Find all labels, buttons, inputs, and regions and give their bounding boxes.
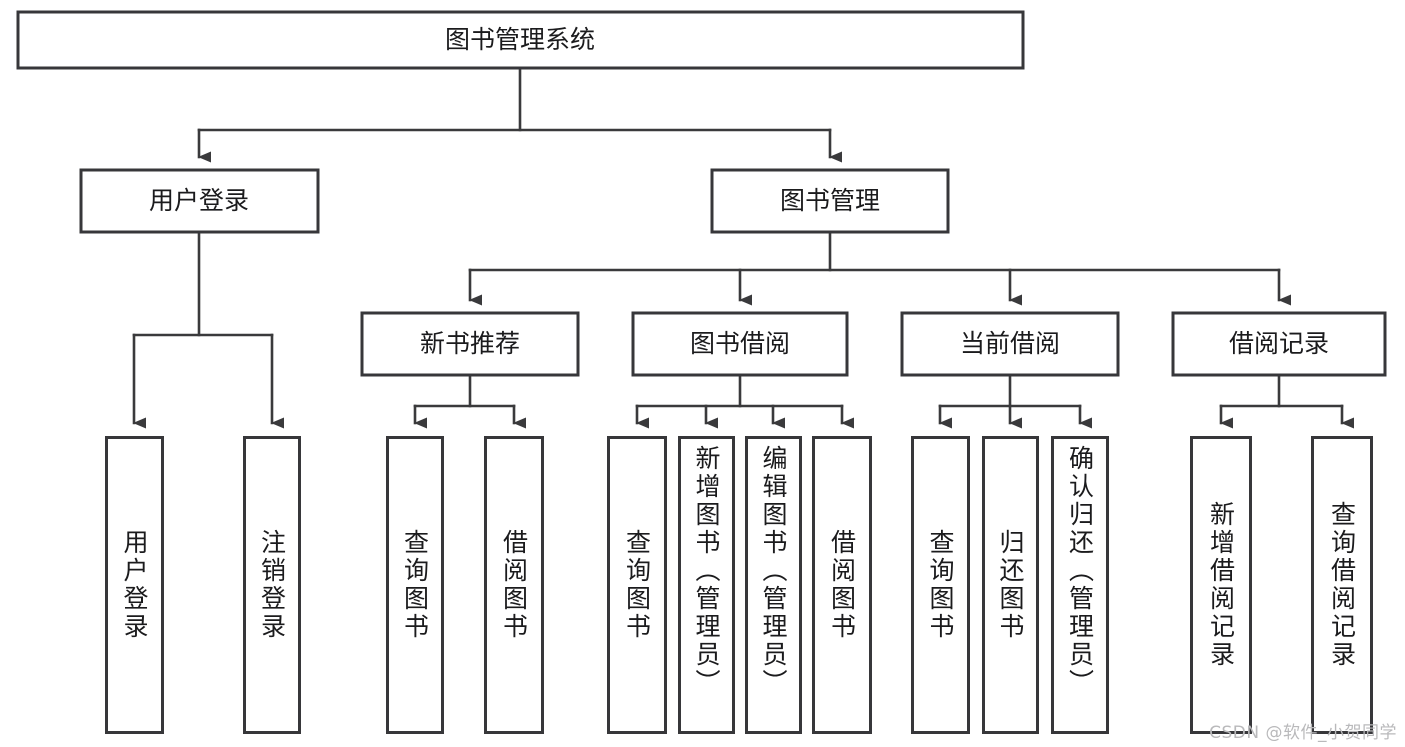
- leaf-node-user-login[interactable]: 用户登录: [105, 436, 164, 734]
- leaf-node-borrow-book[interactable]: 借阅图书: [812, 436, 872, 734]
- leaf-label-add-book: 新增图书（管理员）: [692, 445, 721, 697]
- node-borrow-record-label: 借阅记录: [1229, 329, 1329, 358]
- connector-userlogin-to-leaves: [132, 230, 284, 429]
- leaf-label-return-book: 归还图书: [996, 529, 1025, 641]
- leaf-label-logout: 注销登录: [257, 529, 287, 641]
- leaf-node-add-book[interactable]: 新增图书（管理员）: [678, 436, 735, 734]
- node-root[interactable]: 图书管理系统: [16, 10, 1025, 70]
- leaf-label-add-record: 新增借阅记录: [1206, 501, 1236, 669]
- node-root-label: 图书管理系统: [445, 25, 595, 54]
- leaf-label-query-record: 查询借阅记录: [1327, 501, 1357, 669]
- node-new-book-rec[interactable]: 新书推荐: [360, 311, 580, 377]
- connector-bookborrow-to-leaves: [635, 373, 854, 429]
- leaf-label-borrow-book-rec: 借阅图书: [499, 529, 529, 641]
- leaf-label-borrow-book: 借阅图书: [827, 529, 857, 641]
- connector-root-to-level2: [197, 66, 842, 163]
- leaf-label-confirm-return: 确认归还（管理员）: [1065, 445, 1095, 697]
- leaf-node-return-book[interactable]: 归还图书: [982, 436, 1039, 734]
- connector-newbook-to-leaves: [413, 373, 526, 429]
- csdn-watermark: CSDN @软件_小贺同学: [1209, 723, 1397, 743]
- node-borrow-record[interactable]: 借阅记录: [1171, 311, 1387, 377]
- leaf-node-query-book-rec[interactable]: 查询图书: [386, 436, 444, 734]
- node-user-login-label: 用户登录: [149, 186, 249, 215]
- leaf-label-query-book-rec: 查询图书: [400, 529, 430, 641]
- leaf-node-logout[interactable]: 注销登录: [243, 436, 301, 734]
- node-new-book-rec-label: 新书推荐: [420, 329, 520, 358]
- leaf-node-query-record[interactable]: 查询借阅记录: [1311, 436, 1373, 734]
- leaf-node-query-book-cur[interactable]: 查询图书: [911, 436, 970, 734]
- leaf-node-query-book-borrow[interactable]: 查询图书: [607, 436, 667, 734]
- leaf-node-edit-book[interactable]: 编辑图书（管理员）: [745, 436, 802, 734]
- leaf-label-query-book-cur: 查询图书: [926, 529, 955, 641]
- leaf-node-add-record[interactable]: 新增借阅记录: [1190, 436, 1252, 734]
- connector-bookmanage-to-level3: [468, 230, 1291, 306]
- leaf-label-edit-book: 编辑图书（管理员）: [759, 445, 788, 697]
- node-book-borrow-label: 图书借阅: [690, 329, 790, 358]
- node-book-borrow[interactable]: 图书借阅: [631, 311, 849, 377]
- node-book-manage[interactable]: 图书管理: [710, 168, 950, 234]
- node-book-manage-label: 图书管理: [780, 186, 880, 215]
- node-user-login[interactable]: 用户登录: [79, 168, 320, 234]
- leaf-label-user-login: 用户登录: [120, 529, 149, 641]
- node-current-borrow-label: 当前借阅: [960, 329, 1060, 358]
- connector-borrowrecord-to-leaves: [1219, 373, 1354, 429]
- leaf-node-confirm-return[interactable]: 确认归还（管理员）: [1051, 436, 1109, 734]
- connector-currentborrow-to-leaves: [938, 373, 1092, 429]
- node-current-borrow[interactable]: 当前借阅: [900, 311, 1120, 377]
- leaf-label-query-book-borrow: 查询图书: [622, 529, 652, 641]
- leaf-node-borrow-book-rec[interactable]: 借阅图书: [484, 436, 544, 734]
